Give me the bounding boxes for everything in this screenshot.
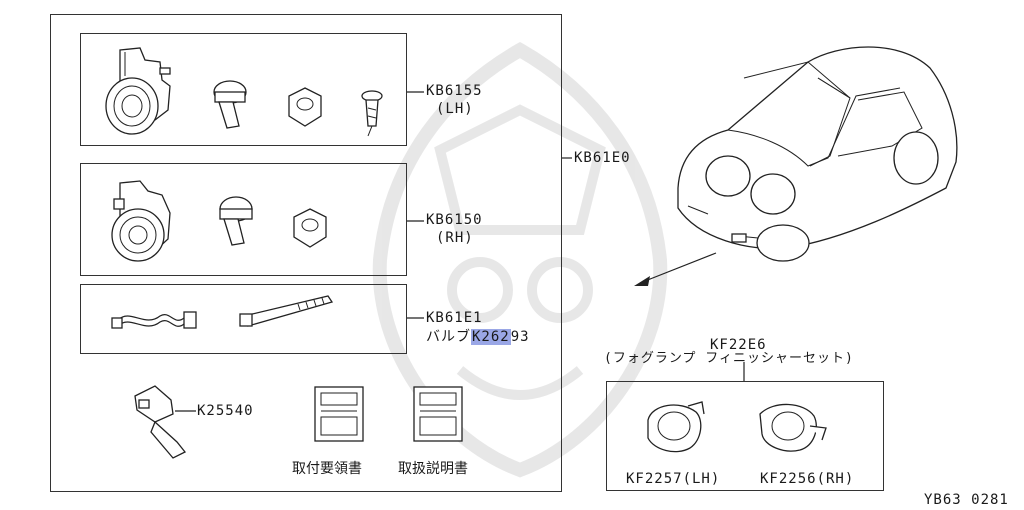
callout-kf2256: KF2256(RH) — [760, 471, 855, 487]
lh-lamp-box — [80, 33, 407, 146]
callout-kb61e1: KB61E1 — [426, 310, 483, 326]
callout-kb6150-side: (RH) — [436, 230, 474, 246]
watermark-crest-icon — [372, 41, 668, 478]
callout-kf2257: KF2257(LH) — [626, 471, 721, 487]
bulb-suffix: 93 — [510, 329, 530, 345]
diagram-id: YB63 0281 — [924, 492, 1009, 508]
bulb-prefix: バルブ — [426, 329, 471, 345]
callout-kf22e6: KF22E6 — [710, 337, 767, 353]
clip-icon — [361, 90, 383, 137]
lh-nut-icon — [288, 87, 322, 127]
cable-tie-icon — [239, 295, 334, 327]
rh-nut-icon — [293, 208, 327, 248]
callout-kb6155: KB6155 — [426, 83, 483, 99]
lh-socket-icon — [213, 80, 247, 129]
bulb-callout: バルブK26293 — [426, 329, 530, 345]
bulb-part-highlight[interactable]: K262 — [471, 329, 511, 345]
lh-fog-lamp-icon — [105, 47, 171, 135]
fog-switch-icon — [134, 385, 187, 459]
car-illustration — [677, 46, 958, 262]
callout-kb6155-side: (LH) — [436, 101, 474, 117]
harness-box — [80, 284, 407, 354]
install-manual-label: 取付要領書 — [292, 461, 362, 477]
install-manual-icon — [314, 386, 364, 442]
callout-k25540: K25540 — [197, 403, 254, 419]
callout-kb61e0: KB61E0 — [574, 150, 631, 166]
handling-manual-label: 取扱説明書 — [398, 461, 468, 477]
rh-finisher-icon — [759, 403, 827, 452]
callout-kf22e6-desc: (フォグランプ フィニッシャーセット) — [604, 351, 854, 366]
rh-lamp-box — [80, 163, 407, 276]
finisher-box — [606, 381, 884, 491]
rh-fog-lamp-icon — [111, 180, 171, 262]
rh-socket-icon — [219, 196, 253, 246]
kit-frame — [50, 14, 562, 492]
callout-kb6150: KB6150 — [426, 212, 483, 228]
wire-harness-icon — [111, 311, 197, 329]
handling-manual-icon — [413, 386, 463, 442]
lh-finisher-icon — [647, 401, 705, 453]
